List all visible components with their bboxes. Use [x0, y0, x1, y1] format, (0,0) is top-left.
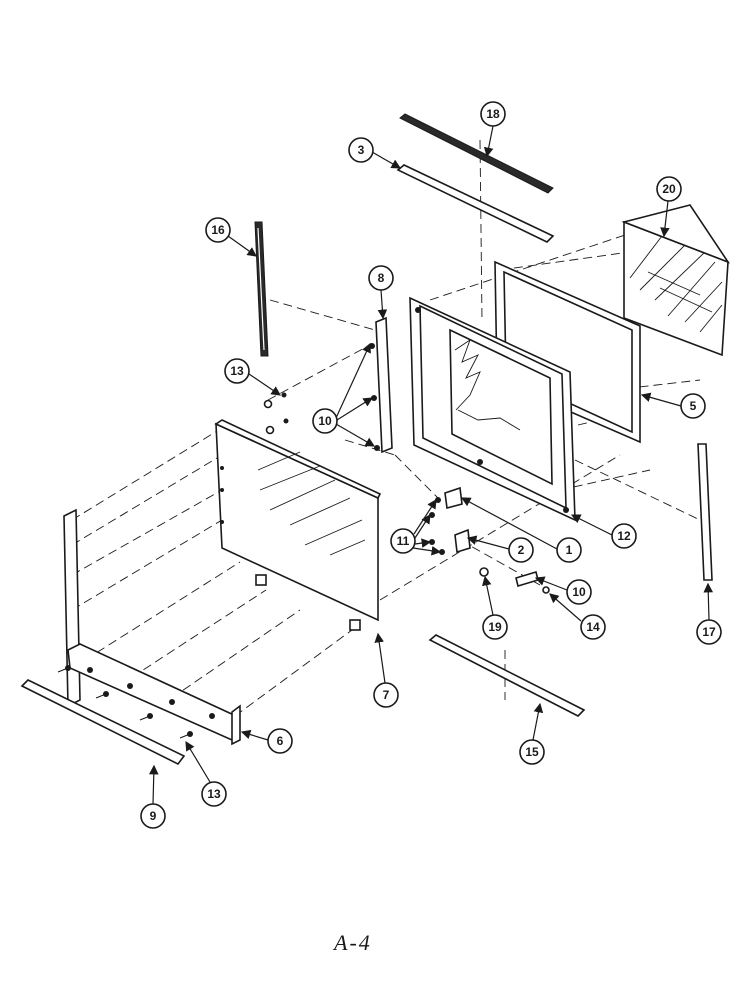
svg-text:20: 20: [662, 182, 676, 196]
part-11-inner-frame: [409, 296, 576, 522]
outer-door-panel: [214, 419, 382, 631]
part-17-right-seal: [697, 443, 713, 581]
callouts: 18 3 20 16 8 13 10 5 12 11 1: [140, 101, 722, 829]
callout-15: 15: [519, 739, 545, 765]
callout-7: 8: [368, 265, 394, 291]
svg-text:3: 3: [358, 143, 365, 157]
alignment-lines: [71, 139, 701, 717]
callout-1: 1: [556, 537, 582, 563]
callout-20: 20: [656, 176, 682, 202]
callout-3: 3: [348, 137, 374, 163]
svg-text:8: 8: [378, 271, 385, 285]
svg-text:9: 9: [150, 809, 157, 823]
svg-text:10: 10: [572, 585, 586, 599]
callout-14: 14: [580, 614, 606, 640]
svg-text:7: 7: [383, 688, 390, 702]
callout-4: 5: [680, 393, 706, 419]
callout-13: 13: [224, 358, 250, 384]
part-7-bracket: [369, 316, 393, 454]
callout-2: 2: [508, 537, 534, 563]
svg-text:13: 13: [230, 364, 244, 378]
callout-8: 9: [140, 803, 166, 829]
part-8-trim-strip: [20, 679, 186, 766]
part-13-screws: [263, 392, 289, 435]
svg-text:11: 11: [397, 534, 410, 548]
svg-text:2: 2: [518, 543, 525, 557]
callout-6: 7: [373, 682, 399, 708]
page-label: A-4: [334, 930, 372, 955]
latch-assembly: [429, 486, 550, 594]
svg-text:19: 19: [488, 620, 502, 634]
svg-text:14: 14: [586, 620, 600, 634]
svg-text:17: 17: [702, 625, 716, 639]
svg-text:12: 12: [617, 529, 631, 543]
part-5-door-frame: [63, 508, 241, 746]
callout-11: 12: [611, 523, 637, 549]
svg-text:18: 18: [486, 107, 500, 121]
svg-text:1: 1: [566, 543, 573, 557]
callout-10-upper: 10: [312, 408, 338, 434]
svg-text:5: 5: [690, 399, 697, 413]
callout-12: 13: [201, 781, 227, 807]
part-20-insulation: [621, 204, 731, 357]
part-12-screws: [57, 665, 193, 739]
callout-16: 16: [205, 217, 231, 243]
callout-17: 17: [696, 619, 722, 645]
part-18-top-strip: [399, 113, 554, 194]
svg-text:13: 13: [207, 787, 221, 801]
svg-text:10: 10: [318, 414, 332, 428]
callout-10-lower: 11: [390, 528, 416, 554]
part-3-top-trim: [396, 164, 555, 243]
svg-text:15: 15: [525, 745, 539, 759]
callout-18: 18: [480, 101, 506, 127]
part-15-bottom-strip: [428, 634, 586, 717]
callout-9: 10: [566, 579, 592, 605]
callout-19: 19: [482, 614, 508, 640]
callout-5: 6: [267, 728, 293, 754]
svg-text:16: 16: [211, 223, 225, 237]
svg-text:6: 6: [277, 734, 284, 748]
